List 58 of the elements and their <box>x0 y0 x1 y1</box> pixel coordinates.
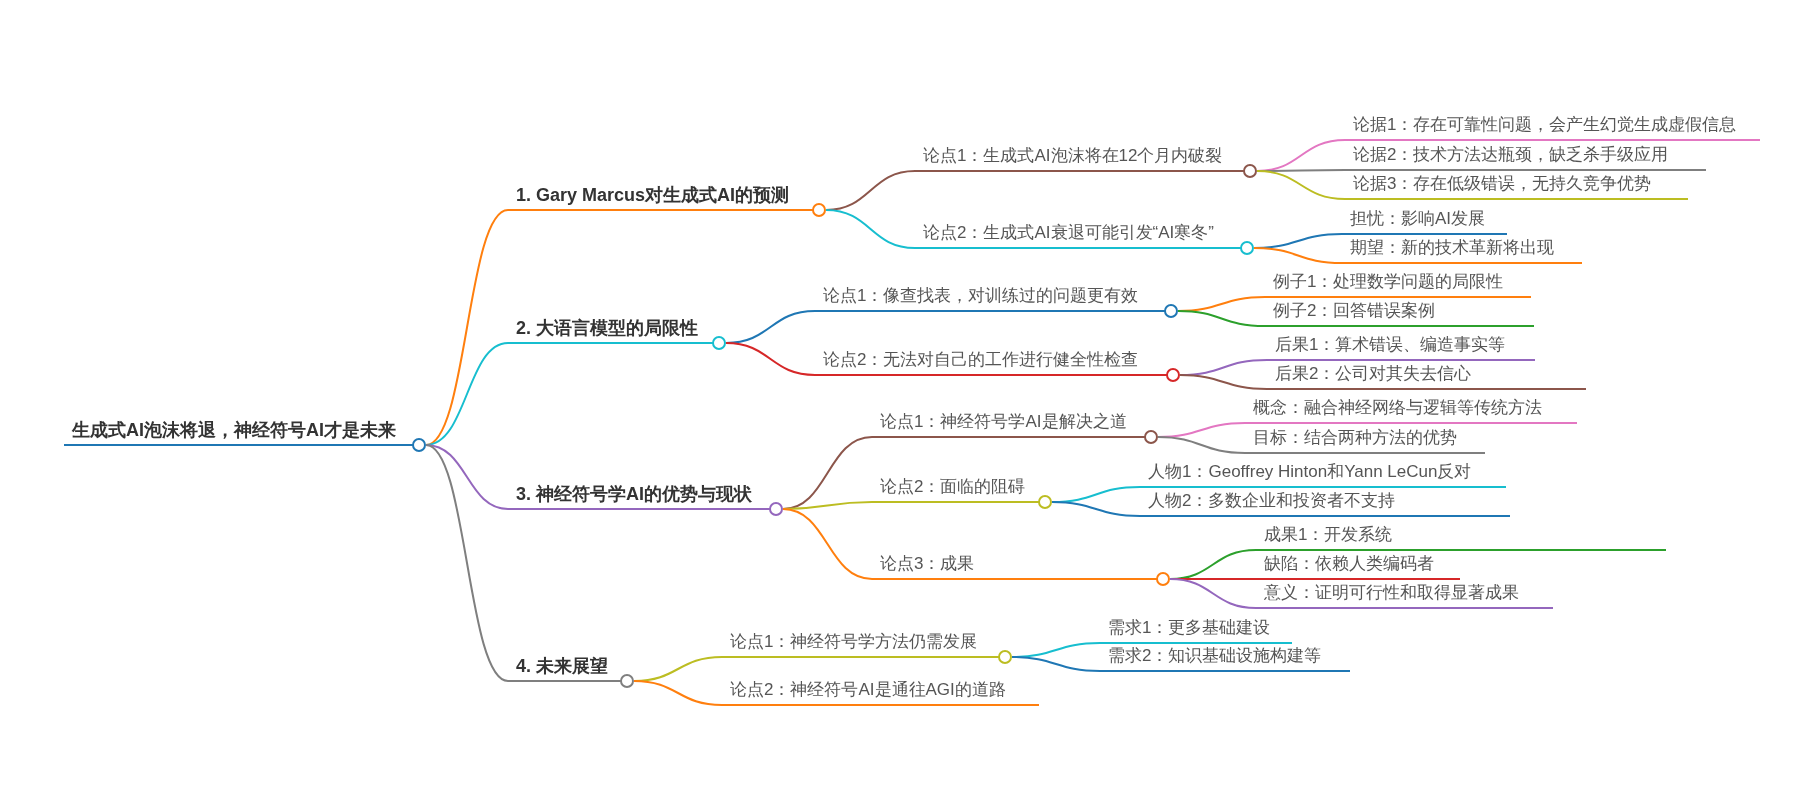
branch-line <box>725 342 816 376</box>
topic-text: 论点1：像查找表，对训练过的问题更有效 <box>823 285 1139 307</box>
branch-line <box>1253 247 1343 264</box>
branch-line <box>633 680 723 706</box>
topic-text: 意义：证明可行性和取得显著成果 <box>1264 582 1519 604</box>
topic-text: 例子2：回答错误案例 <box>1273 300 1436 322</box>
branch-line <box>425 444 509 682</box>
topic-text: 担忧：影响AI发展 <box>1350 208 1486 230</box>
topic-text: 生成式AI泡沫将退，神经符号AI才是未来 <box>72 419 396 441</box>
topic-text: 概念：融合神经网络与逻辑等传统方法 <box>1253 397 1542 419</box>
topic-text: 论据2：技术方法达瓶颈，缺乏杀手级应用 <box>1353 144 1669 166</box>
topic-text: 论据3：存在低级错误，无持久竞争优势 <box>1353 173 1652 195</box>
topic-text: 成果1：开发系统 <box>1264 524 1393 546</box>
topic-node <box>508 187 826 217</box>
topic-text: 后果2：公司对其失去信心 <box>1275 363 1472 385</box>
topic-text: 人物2：多数企业和投资者不支持 <box>1148 490 1396 512</box>
topic-text: 后果1：算术错误、编造事实等 <box>1275 334 1506 356</box>
topic-node <box>872 414 1158 444</box>
branch-line <box>1256 170 1346 200</box>
topic-node <box>508 320 726 350</box>
topic-node <box>915 148 1257 178</box>
topic-node <box>508 486 783 516</box>
topic-text: 例子1：处理数学问题的局限性 <box>1273 271 1504 293</box>
branch-line <box>1051 501 1141 517</box>
topic-text: 需求2：知识基础设施构建等 <box>1108 645 1322 667</box>
topic-node <box>722 634 1012 664</box>
topic-text: 缺陷：依赖人类编码者 <box>1264 553 1434 575</box>
topic-text: 目标：结合两种方法的优势 <box>1253 427 1457 449</box>
branch-line <box>1157 436 1246 454</box>
topic-node <box>508 658 634 688</box>
branch-line <box>825 209 916 249</box>
branch-line <box>1011 656 1101 672</box>
topic-text: 3. 神经符号学AI的优势与现状 <box>516 483 752 505</box>
topic-text: 4. 未来展望 <box>516 655 608 677</box>
topic-text: 论点2：面临的阻碍 <box>880 476 1026 498</box>
topic-text: 论点3：成果 <box>880 553 975 575</box>
branch-line <box>1179 374 1268 390</box>
topic-text: 人物1：Geoffrey Hinton和Yann LeCun反对 <box>1148 461 1472 483</box>
topic-text: 论点2：生成式AI衰退可能引发“AI寒冬” <box>923 222 1214 244</box>
topic-text: 期望：新的技术革新将出现 <box>1350 237 1554 259</box>
topic-node <box>815 288 1178 318</box>
topic-node <box>872 479 1052 509</box>
topic-text: 论点2：神经符号AI是通往AGI的道路 <box>730 679 1006 701</box>
topic-text: 论点1：神经符号学AI是解决之道 <box>880 411 1127 433</box>
topic-text: 论据1：存在可靠性问题，会产生幻觉生成虚假信息 <box>1353 114 1737 136</box>
topic-node <box>872 556 1170 586</box>
branch-line <box>1177 310 1266 327</box>
topic-text: 1. Gary Marcus对生成式AI的预测 <box>516 184 790 206</box>
topic-text: 需求1：更多基础建设 <box>1108 617 1271 639</box>
topic-text: 论点1：生成式AI泡沫将在12个月内破裂 <box>923 145 1223 167</box>
topic-node <box>815 352 1180 382</box>
branch-line <box>1169 578 1257 609</box>
topic-text: 论点1：神经符号学方法仍需发展 <box>730 631 978 653</box>
topic-node <box>64 422 426 452</box>
topic-node <box>915 225 1254 255</box>
branch-line <box>782 508 873 580</box>
topic-text: 2. 大语言模型的局限性 <box>516 317 698 339</box>
topic-text: 论点2：无法对自己的工作进行健全性检查 <box>823 349 1139 371</box>
